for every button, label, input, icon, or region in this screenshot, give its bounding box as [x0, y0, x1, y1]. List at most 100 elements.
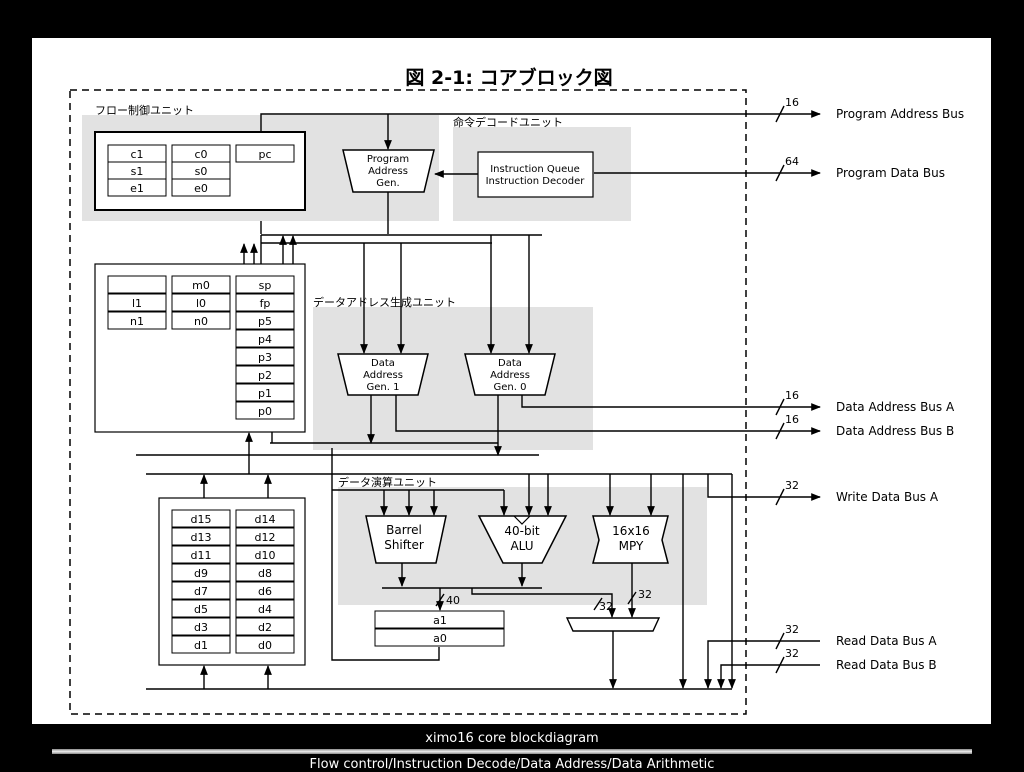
reg-p2: p2 [258, 369, 272, 382]
instruction-decoder [477, 151, 594, 198]
reg-d2: d2 [258, 621, 272, 634]
reg-l0: l0 [196, 297, 206, 310]
wiring [136, 110, 821, 690]
reg-p1: p1 [258, 387, 272, 400]
bus-label-read-data-b: Read Data Bus B [836, 658, 937, 672]
bus-width-pdb: 64 [785, 155, 799, 168]
reg-p4: p4 [258, 333, 272, 346]
reg-d7: d7 [194, 585, 208, 598]
dag1-line-1: Data [371, 358, 395, 369]
acc-a1-box [374, 610, 505, 629]
reg-l1: l1 [132, 297, 142, 310]
dag1-line-3: Gen. 1 [367, 382, 400, 393]
dag0-line-2: Address [490, 370, 530, 381]
bus-label-program-data: Program Data Bus [836, 166, 945, 180]
multiplier [592, 515, 669, 564]
bus-width-rdbb: 32 [785, 647, 799, 660]
reg-s1: s1 [131, 165, 144, 178]
iq-line-1: Instruction Queue [490, 164, 580, 175]
reg-d1: d1 [194, 639, 208, 652]
address-registers: m1 m0 sp l1 l0 fp n1 n0 p5 p4 [107, 275, 295, 420]
data-address-gen-0 [464, 353, 556, 396]
reg-d4: d4 [258, 603, 272, 616]
mux-in-width: 32 [599, 600, 613, 613]
reg-s0: s0 [195, 165, 208, 178]
reg-d0: d0 [258, 639, 272, 652]
reg-d15: d15 [191, 513, 212, 526]
pag-line-1: Program [367, 154, 409, 165]
dag-unit-label: データアドレス生成ユニット [313, 295, 456, 309]
program-address-gen [342, 149, 435, 193]
output-mux [565, 617, 661, 632]
slide-progress-bar[interactable] [52, 749, 972, 754]
reg-m0: m0 [192, 279, 210, 292]
iq-line-2: Instruction Decoder [486, 176, 586, 187]
alu-line-2: ALU [510, 539, 533, 553]
diagram-title: 図 2-1: コアブロック図 [405, 66, 612, 89]
mpy-line-2: MPY [619, 539, 644, 553]
bus-label-data-address-a: Data Address Bus A [836, 400, 955, 414]
reg-d11: d11 [191, 549, 212, 562]
reg-d12: d12 [255, 531, 276, 544]
bus-width-rdba: 32 [785, 623, 799, 636]
bus-width-dabb: 16 [785, 413, 799, 426]
data-address-gen-1 [337, 353, 429, 396]
reg-d9: d9 [194, 567, 208, 580]
reg-d14: d14 [255, 513, 276, 526]
barrel-line-2: Shifter [384, 538, 424, 552]
reg-d13: d13 [191, 531, 212, 544]
slide: 図 2-1: コアブロック図 フロー制御ユニット 命令デコードユニット データア… [32, 38, 991, 724]
bus-label-read-data-a: Read Data Bus A [836, 634, 937, 648]
pag-line-3: Gen. [376, 178, 399, 189]
reg-c0: c0 [194, 148, 207, 161]
acc-a0-box [374, 628, 505, 647]
acc-width: 40 [446, 594, 460, 607]
mpy-out-width: 32 [638, 588, 652, 601]
bus-label-write-data-a: Write Data Bus A [836, 490, 939, 504]
dag0-line-3: Gen. 0 [494, 382, 527, 393]
alu-line-1: 40-bit [504, 524, 540, 538]
reg-a1: a1 [433, 614, 447, 627]
data-registers: d15 d14 d13 d12 d11 d10 d9 d8 d7 d6 [171, 509, 295, 654]
dag0-line-1: Data [498, 358, 522, 369]
reg-e0: e0 [194, 182, 208, 195]
reg-n1: n1 [130, 315, 144, 328]
reg-fp: fp [260, 297, 271, 310]
bus-width-wdba: 32 [785, 479, 799, 492]
core-boundary [69, 89, 747, 715]
barrel-shifter [365, 515, 447, 564]
decode-unit-label: 命令デコードユニット [453, 115, 563, 129]
mpy-line-1: 16x16 [612, 524, 650, 538]
reg-sp: sp [259, 279, 272, 292]
reg-n0: n0 [194, 315, 208, 328]
reg-p5: p5 [258, 315, 272, 328]
reg-d6: d6 [258, 585, 272, 598]
dag1-line-2: Address [363, 370, 403, 381]
reg-d8: d8 [258, 567, 272, 580]
bus-label-program-address: Program Address Bus [836, 107, 964, 121]
pag-line-2: Address [368, 166, 408, 177]
barrel-line-1: Barrel [386, 523, 422, 537]
reg-d5: d5 [194, 603, 208, 616]
flow-registers: c1 c0 pc s1 s0 e1 e0 [107, 144, 295, 197]
alu-unit-label: データ演算ユニット [338, 475, 437, 489]
reg-d3: d3 [194, 621, 208, 634]
reg-pc: pc [258, 148, 271, 161]
core-block-diagram: 図 2-1: コアブロック図 フロー制御ユニット 命令デコードユニット データア… [69, 66, 964, 715]
reg-a0: a0 [433, 632, 447, 645]
slide-caption: ximo16 core blockdiagram [425, 731, 599, 746]
bus-width-marks [435, 105, 785, 674]
reg-p0: p0 [258, 405, 272, 418]
bus-label-data-address-b: Data Address Bus B [836, 424, 954, 438]
bus-width-pab: 16 [785, 96, 799, 109]
alu-notch [513, 515, 531, 525]
alu-block [477, 515, 568, 564]
bus-width-daba: 16 [785, 389, 799, 402]
slide-subcaption: Flow control/Instruction Decode/Data Add… [309, 757, 715, 772]
reg-d10: d10 [255, 549, 276, 562]
reg-c1: c1 [130, 148, 143, 161]
reg-e1: e1 [130, 182, 144, 195]
reg-p3: p3 [258, 351, 272, 364]
flow-unit-label: フロー制御ユニット [95, 103, 194, 117]
